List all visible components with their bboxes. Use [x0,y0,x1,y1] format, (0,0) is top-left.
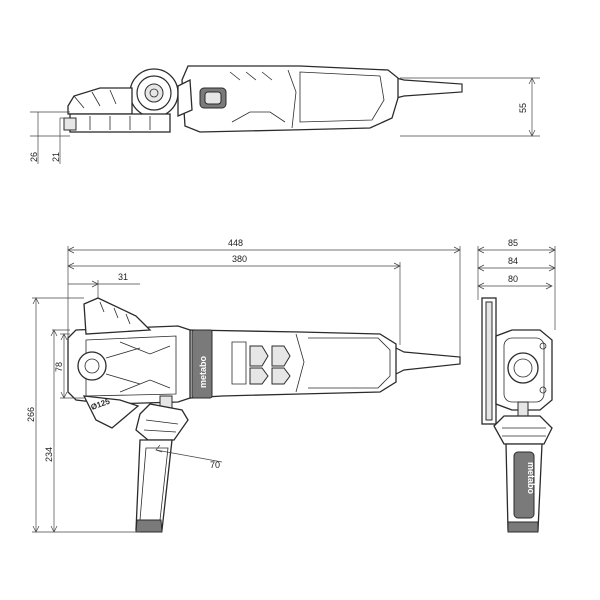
side-view: 448 380 31 metabo Ø125 [26,238,461,533]
side-guard-bottom [82,395,140,429]
side-logo-band [191,329,213,399]
dim-top-21: 21 [51,152,61,162]
side-spindle [77,351,107,381]
dim-side-31: 31 [118,272,128,282]
dim-side-78: 78 [54,362,64,372]
side-handle-grip [135,439,173,531]
dim-side-448: 448 [228,238,243,248]
top-guard [67,87,133,115]
dim-front-84: 84 [508,256,518,266]
dim-side-380: 380 [232,254,247,264]
front-handle-collar [493,415,553,445]
side-logo: metabo [198,355,208,388]
dim-side-70: 70 [210,460,220,470]
front-view: 85 84 80 metabo [477,238,556,533]
dim-front-80: 80 [508,274,518,284]
top-motor-body [181,65,399,133]
dim-top-55: 55 [518,103,528,113]
handle-logo: metabo [526,462,536,495]
dim-front-85: 85 [508,238,518,248]
top-cable [395,77,463,99]
front-motor-face [507,352,539,384]
dim-top-26: 26 [29,152,39,162]
top-view: 55 26 21 [29,65,540,164]
dim-side-266: 266 [26,407,36,422]
top-flange [69,113,171,133]
front-logo-band [513,451,535,519]
side-cable [391,345,461,377]
dim-side-234: 234 [44,447,54,462]
